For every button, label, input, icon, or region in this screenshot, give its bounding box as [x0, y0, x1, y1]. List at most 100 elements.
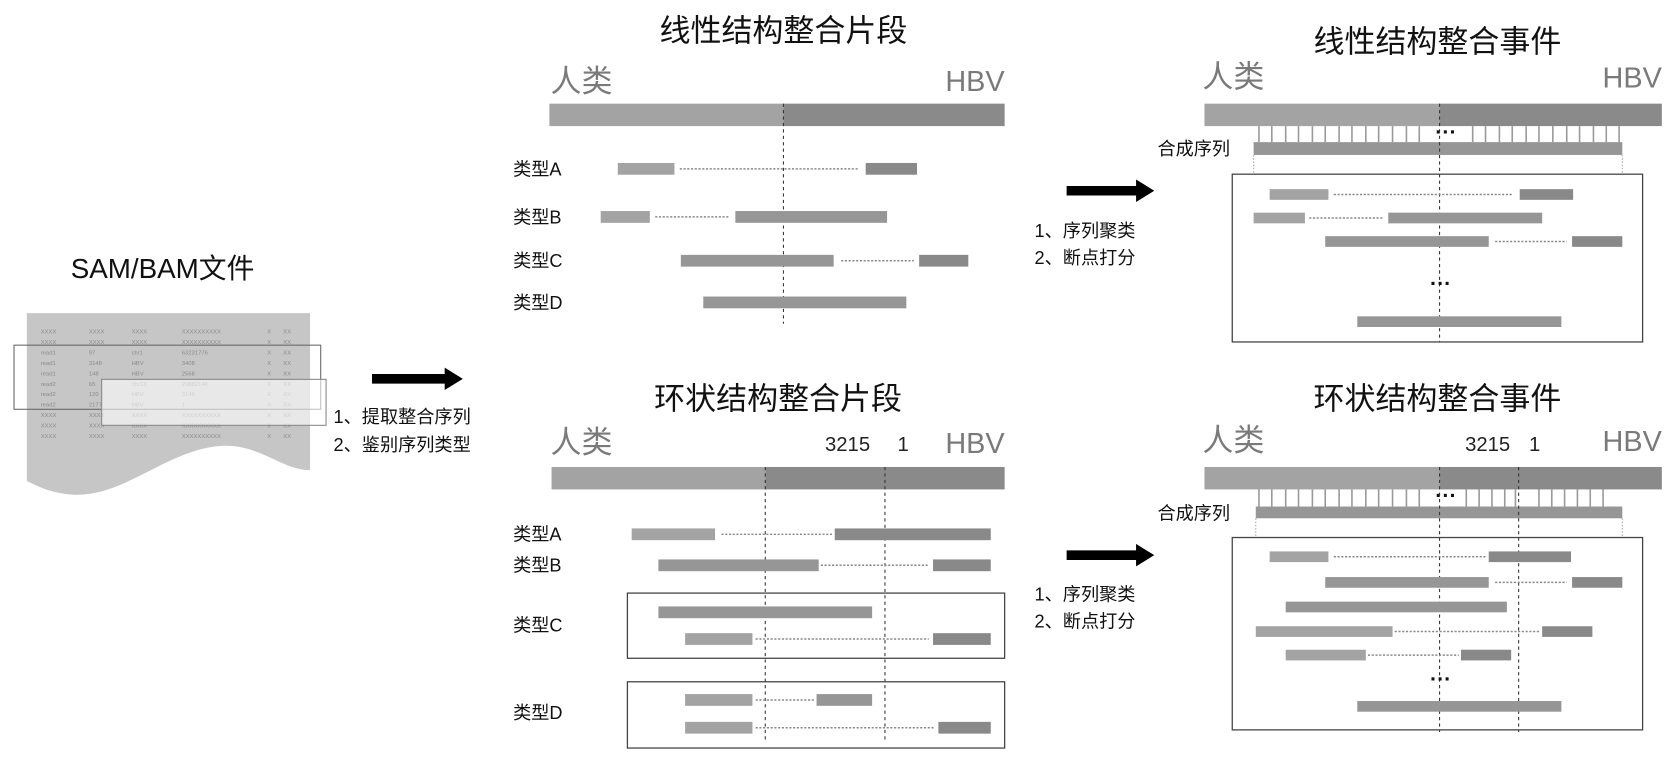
sam-field: XX [283, 424, 291, 430]
fragment-bar [1488, 551, 1572, 563]
hbv-label: HBV [1603, 63, 1663, 95]
sam-field: X [267, 350, 271, 356]
sam-field: XXXXXXXXXX [182, 424, 221, 430]
fragment-bar [1572, 236, 1623, 247]
sam-field: XXXX [132, 329, 148, 335]
step-score-line2: 2、断点打分 [1035, 611, 1136, 631]
fragment-bar [938, 721, 991, 734]
fragment-bar [933, 559, 991, 572]
hbv-end-position: 3215 [1465, 434, 1510, 456]
step-score-line2: 2、断点打分 [1035, 248, 1136, 268]
sam-field: XXXX [89, 424, 105, 430]
arrow-right-icon [1066, 179, 1155, 202]
circular-fragments-title: 环状结构整合片段 [654, 381, 902, 416]
sam-field: XXXX [89, 340, 105, 346]
human-genome-bar [1204, 466, 1440, 490]
hbv-label: HBV [945, 428, 1005, 460]
fragment-bar [703, 296, 907, 309]
fragment-bar [600, 211, 650, 223]
sam-field: XXXX [89, 434, 105, 440]
human-label: 人类 [1202, 423, 1264, 458]
hbv-genome-bar [783, 103, 1005, 127]
sam-field: read2 [41, 382, 56, 388]
read-support-ticks [1258, 489, 1604, 507]
ellipsis: ··· [1430, 272, 1451, 296]
sam-field: 148 [89, 371, 99, 377]
fragment-bar [1357, 701, 1562, 712]
type-c-label: 类型C [513, 251, 562, 271]
fragment-bar [1269, 189, 1329, 200]
sam-field: XXXX [132, 424, 148, 430]
arrow-right-icon [372, 367, 463, 391]
arrow-right-icon [1066, 543, 1155, 567]
sam-field: XXXX [41, 340, 57, 346]
sam-field: XX [283, 371, 291, 377]
circular-fragments-panel: 环状结构整合片段 人类 3215 1 HBV 类型A 类型B 类型C 类型D [513, 381, 1006, 749]
fragment-bar [1255, 626, 1393, 637]
consensus-label: 合成序列 [1157, 139, 1230, 159]
sam-field: chr1 [132, 350, 143, 356]
hbv-genome-bar [1439, 103, 1662, 127]
fragment-bar [1572, 577, 1623, 588]
fragment-bar [933, 633, 991, 645]
type-d-label: 类型D [513, 293, 562, 313]
sam-field: XX [283, 434, 291, 440]
fragment-bar [1519, 189, 1574, 200]
hbv-alignment-highlight [101, 378, 327, 426]
step-cluster-line1: 1、序列聚类 [1035, 585, 1136, 605]
consensus-label: 合成序列 [1157, 503, 1230, 523]
fragment-bar [685, 721, 753, 734]
fragment-bar [658, 559, 819, 572]
hbv-start-position: 1 [1529, 434, 1540, 456]
clustered-reads-box [1231, 173, 1644, 343]
sam-field: XXXX [41, 434, 57, 440]
hbv-label: HBV [1603, 426, 1663, 458]
ellipsis: ··· [1430, 667, 1451, 691]
fragment-bar [1388, 212, 1543, 224]
sam-field: X [267, 329, 271, 335]
fragment-bar [919, 254, 969, 267]
fragment-bar [1357, 316, 1562, 327]
fragment-bar [816, 694, 873, 706]
sam-field: 120 [89, 392, 100, 398]
sam-field: XX [283, 361, 291, 367]
step-cluster-line1: 1、序列聚类 [1035, 221, 1136, 241]
type-c-group-box [626, 592, 1006, 659]
sam-field: 2177 [89, 403, 102, 409]
fragment-bar [1325, 236, 1489, 247]
circular-events-title: 环状结构整合事件 [1313, 381, 1561, 416]
fragment-bar [1285, 649, 1366, 661]
sam-field: XXXX [132, 340, 148, 346]
fragment-bar [1269, 551, 1329, 563]
type-b-label: 类型B [513, 207, 561, 227]
linear-events-title: 线性结构整合事件 [1313, 24, 1561, 59]
fragment-bar [685, 694, 753, 706]
human-genome-bar [1204, 103, 1440, 127]
human-genome-bar [551, 466, 766, 490]
fragment-bar [685, 633, 753, 645]
sam-field: X [267, 371, 271, 377]
step-extract-line1: 1、提取整合序列 [334, 407, 471, 427]
sam-field: XXXX [41, 413, 57, 419]
ellipsis: ··· [1435, 120, 1456, 144]
sam-field: read1 [41, 371, 56, 377]
sam-field: XXXX [89, 329, 105, 335]
hbv-end-position: 3215 [825, 434, 870, 456]
type-d-label: 类型D [513, 703, 562, 723]
consensus-sequence-bar [1253, 142, 1623, 155]
sam-field: XX [283, 340, 291, 346]
sam-field: XX [283, 350, 291, 356]
sam-field: XXXX [132, 434, 148, 440]
hbv-genome-bar [1439, 466, 1662, 490]
ellipsis: ··· [1435, 483, 1456, 507]
sam-field: read1 [41, 350, 56, 356]
sam-field: 65 [89, 382, 96, 388]
fragment-bar [1253, 212, 1305, 224]
sam-field: X [267, 424, 271, 430]
type-a-label: 类型A [513, 159, 562, 179]
sam-field: 97 [89, 350, 96, 356]
human-genome-bar [549, 103, 784, 127]
sam-field: XX [283, 329, 291, 335]
